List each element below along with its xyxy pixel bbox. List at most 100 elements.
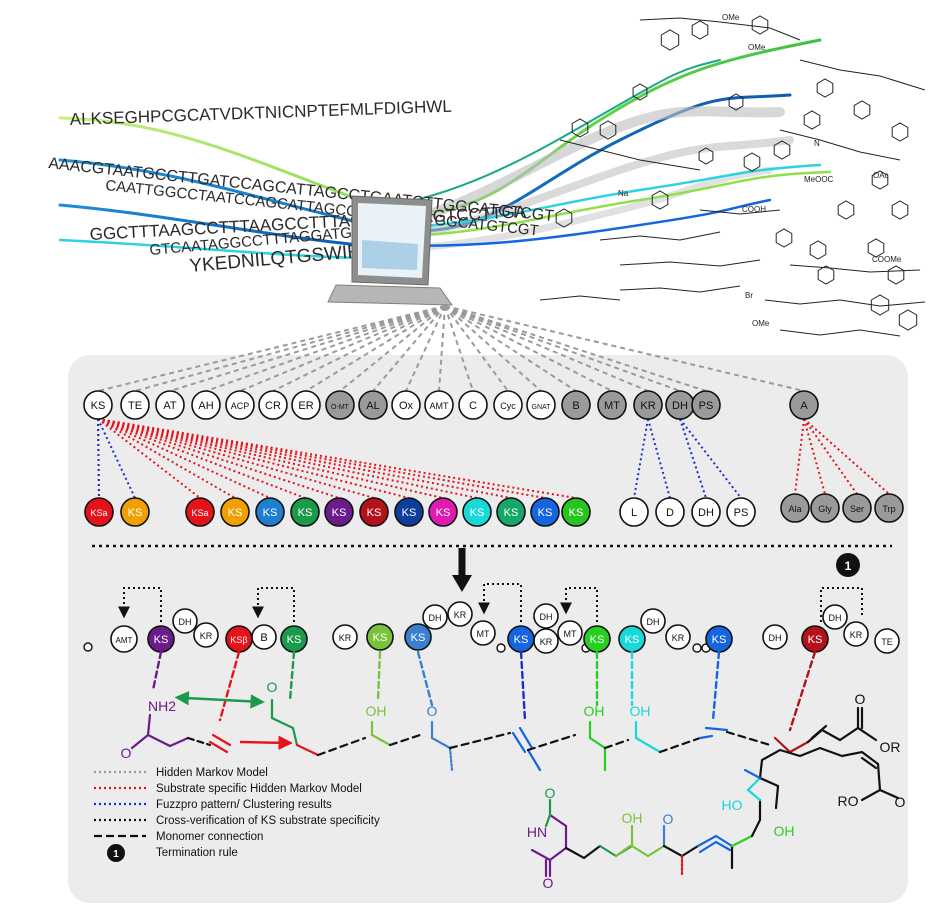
- ks-subtype-2-shape: [120, 497, 150, 527]
- module-b: B: [251, 624, 277, 650]
- module-ksb: KSβ: [225, 625, 253, 653]
- legend-item-3: Fuzzpro pattern/ Clustering results: [94, 799, 332, 811]
- a-subtype-trp-shape: [874, 493, 904, 523]
- bond-ester: [806, 724, 842, 744]
- domain-acp-shape: [225, 390, 255, 420]
- hmm-line: [339, 305, 446, 392]
- module-mt-1-shape: [470, 620, 496, 646]
- ks-subtype-6: KS: [290, 497, 320, 527]
- legend-item-5: Monomer connection: [94, 831, 263, 843]
- legend-item-1: Hidden Markov Model: [94, 767, 268, 779]
- module-ks-3-shape: [366, 623, 394, 651]
- ks-subtype-3-shape: [185, 497, 215, 527]
- domain-cyc-label: Cyc: [500, 401, 516, 411]
- monomer-link: [218, 650, 241, 722]
- domain-c-label: C: [469, 400, 477, 412]
- module-dh-4-shape: [640, 608, 666, 634]
- domain-er: ER: [291, 390, 321, 420]
- domain-dh-label: DH: [672, 400, 688, 412]
- bond-navy: [526, 748, 542, 772]
- module-dh-6: DH: [822, 604, 848, 630]
- label-ome-3: OMe: [752, 319, 770, 328]
- module-ks-4: KS: [404, 623, 432, 651]
- module-amt: AMT: [110, 625, 138, 653]
- ks-subtype-6-shape: [290, 497, 320, 527]
- substrate-hmm-line: [803, 418, 858, 495]
- fuzzpro-line: [647, 418, 671, 499]
- chem-o-blue: O: [427, 703, 438, 719]
- monomer-link: [519, 650, 527, 722]
- chem-bond-chain: [539, 295, 621, 301]
- kr-subtype-d-label: D: [666, 507, 674, 519]
- ks-subtype-2: KS: [120, 497, 150, 527]
- module-dh-5-shape: [762, 624, 788, 650]
- domain-a-shape: [789, 390, 819, 420]
- backbone-dash: [603, 738, 630, 750]
- module-mt-2: MT: [557, 620, 583, 646]
- module-kr-3-shape: [447, 601, 473, 627]
- ks-subtype-14-label: KS: [569, 507, 584, 519]
- monomer-link: [151, 650, 163, 692]
- sequence-1: ALKSEGHPCGCATVDKTNICNPTEFMLFDIGHWL: [69, 97, 452, 129]
- product-bond: [758, 746, 880, 780]
- module-mt-2-label: MT: [564, 629, 577, 639]
- domain-a-label: A: [800, 400, 808, 412]
- domain-dh: DH: [665, 390, 695, 420]
- domain-amt-shape: [424, 390, 454, 420]
- domain-er-label: ER: [298, 400, 313, 412]
- domain-acp-label: ACP: [231, 401, 250, 411]
- domain-omt-label: O-MT: [331, 404, 350, 411]
- legend-item-2: Substrate specific Hidden Markov Model: [94, 783, 362, 795]
- label-br: Br: [745, 291, 753, 300]
- chem-bond-chain: [639, 17, 801, 41]
- module-kr-3-label: KR: [454, 610, 467, 620]
- product-bond: [696, 834, 734, 854]
- ring: [698, 147, 714, 165]
- product-ho: HO: [722, 797, 743, 813]
- chem-or: OR: [880, 739, 901, 755]
- module-kr-4-label: KR: [540, 637, 553, 647]
- ks-subtype-2-label: KS: [128, 507, 143, 519]
- bond-bright-green: [588, 720, 607, 772]
- domain-ah-label: AH: [198, 400, 213, 412]
- ks-subtype-13-label: KS: [538, 507, 553, 519]
- backbone-dash: [316, 736, 367, 757]
- hmm-line: [444, 305, 474, 392]
- kr-subtype-d-shape: [655, 497, 685, 527]
- chem-o-green: O: [267, 679, 278, 695]
- chem-bond-chain: [599, 231, 721, 241]
- a-subtype-gly-label: Gly: [818, 504, 832, 514]
- label-oac: OAc: [873, 171, 889, 180]
- domain-c-shape: [458, 390, 488, 420]
- chem-oh-lime: OH: [366, 703, 387, 719]
- hmm-line: [97, 305, 446, 392]
- module-b-label: B: [260, 632, 267, 644]
- chem-labels: OMe OMe N Na Br OMe MeOOC COOH COOMe OAc: [618, 13, 902, 328]
- label-coome: COOMe: [872, 255, 902, 264]
- cross-verification-bracket: [560, 587, 598, 622]
- ks-subtype-5-label: KS: [263, 507, 278, 519]
- module-kr-3: KR: [447, 601, 473, 627]
- ks-subtype-9-label: KS: [402, 507, 417, 519]
- chem-bond-chain: [619, 285, 741, 293]
- module-dh-5-label: DH: [769, 633, 782, 643]
- module-ks-2-label: KS: [287, 634, 302, 646]
- bond-blue: [430, 720, 452, 750]
- domain-omt-shape: [325, 390, 355, 420]
- domain-c: C: [458, 390, 488, 420]
- module-te: TE: [874, 628, 900, 654]
- module-kr-1: KR: [193, 622, 219, 648]
- chem-bond-chain: [559, 139, 701, 171]
- backbone-dash: [658, 736, 702, 754]
- module-ks-5: KS: [507, 625, 535, 653]
- swap-arrow: [174, 690, 265, 709]
- domain-ox: Ox: [391, 390, 421, 420]
- a-subtype-ala-label: Ala: [788, 504, 801, 514]
- module-kr-4-shape: [533, 628, 559, 654]
- hmm-line: [444, 305, 577, 392]
- ring: [817, 265, 835, 285]
